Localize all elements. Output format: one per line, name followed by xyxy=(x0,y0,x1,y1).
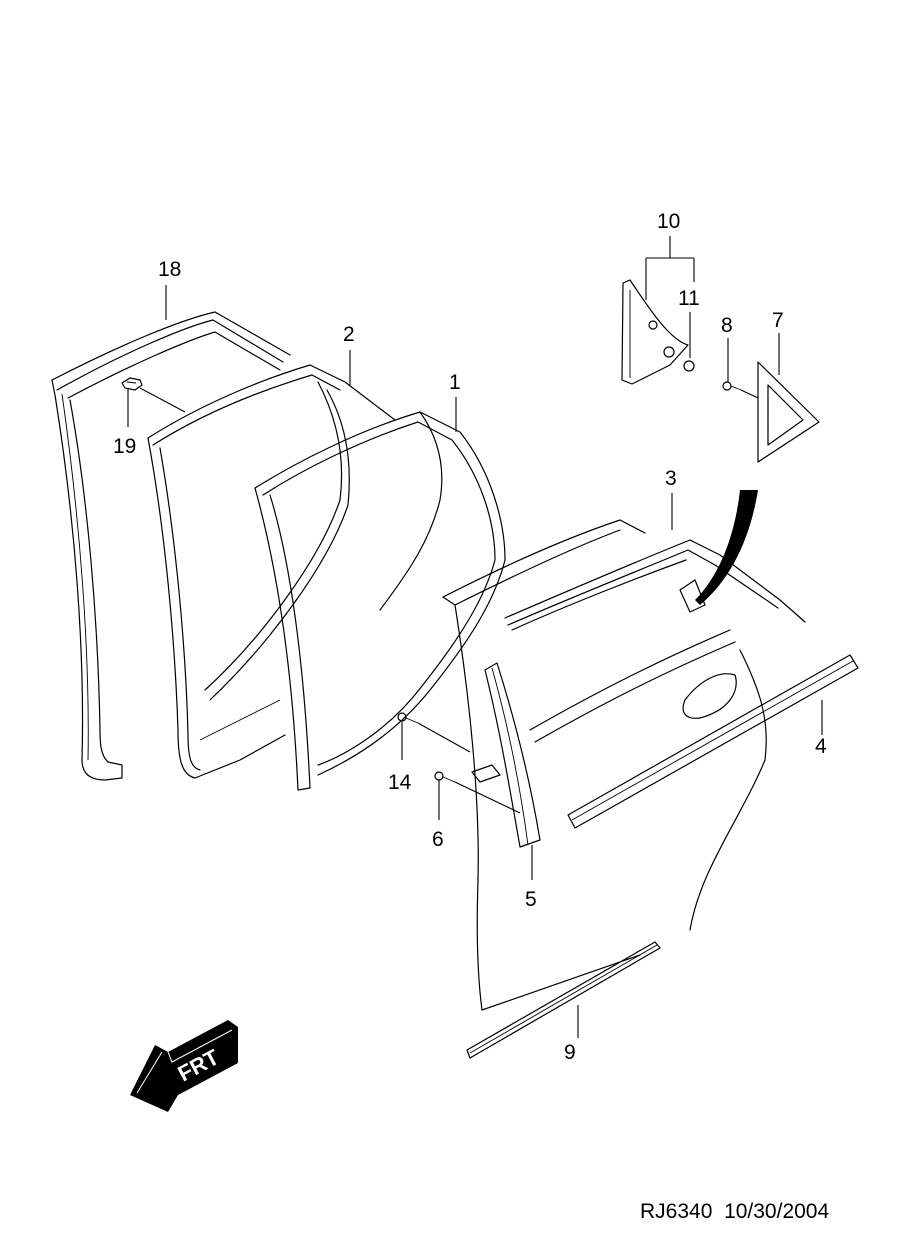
drawing-code: RJ6340 xyxy=(640,1200,713,1223)
part-1-weatherstrip xyxy=(254,411,506,791)
callout-10: 10 xyxy=(657,210,680,233)
part-5-applique xyxy=(484,662,541,848)
part-4-belt-molding xyxy=(567,654,859,829)
part-9-weatherstrip xyxy=(51,311,291,781)
callout-9: 18 xyxy=(158,258,181,281)
callout-6: 6 xyxy=(432,828,444,851)
part-14-screw xyxy=(397,712,419,724)
door-bracket xyxy=(471,764,501,783)
part-2-weatherstrip xyxy=(147,364,396,779)
front-direction-arrow-icon: FRT xyxy=(130,1020,238,1112)
callout-11: 11 xyxy=(678,287,700,310)
part-3-molding-and-door xyxy=(442,490,806,1011)
callout-18: 9 xyxy=(564,1041,576,1064)
part-7-quarter-glass xyxy=(757,361,820,463)
callout-8: 8 xyxy=(721,314,733,337)
callout-19: 19 xyxy=(113,435,136,458)
drawing-footer: RJ6340 10/30/2004 xyxy=(640,1200,829,1224)
callout-14: 14 xyxy=(388,771,412,794)
callout-7: 7 xyxy=(772,309,784,332)
part-10-corner-trim xyxy=(621,279,689,385)
callout-3: 3 xyxy=(665,467,677,490)
part-8-screw xyxy=(722,381,742,391)
callout-4: 4 xyxy=(815,735,827,758)
callout-2: 2 xyxy=(343,323,355,346)
part-18-lower-molding xyxy=(466,941,661,1059)
callout-1: 1 xyxy=(449,371,461,394)
leader-lines xyxy=(127,236,823,1038)
part-19-clip xyxy=(121,377,143,391)
part-6-screw xyxy=(434,771,456,783)
part-11-clip xyxy=(683,360,695,372)
callout-5: 5 xyxy=(525,888,537,911)
drawing-date: 10/30/2004 xyxy=(724,1200,830,1223)
